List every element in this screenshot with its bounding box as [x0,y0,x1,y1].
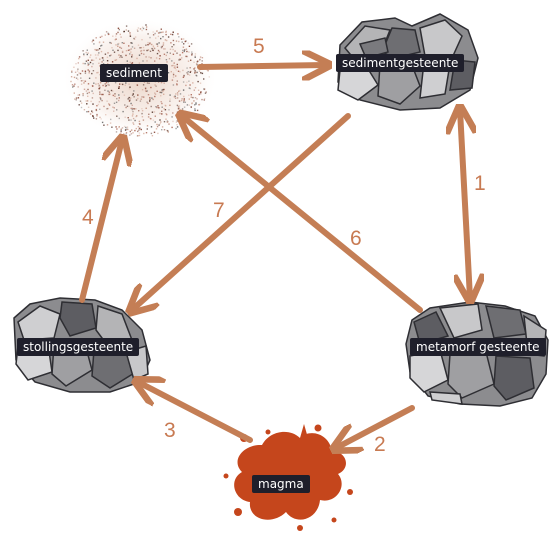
arrow-2 [336,405,415,448]
magma-label: magma [252,475,310,493]
arrow-5 [197,65,326,67]
sedimentgesteente-label: sedimentgesteente [336,54,465,72]
arrow-7-number: 7 [213,199,225,222]
arrow-5-number: 5 [253,35,265,58]
arrow-2-number: 2 [374,433,386,456]
arrow-1-number: 1 [474,172,486,195]
arrow-3 [138,382,253,443]
arrow-4 [79,140,122,303]
arrow-7 [132,113,351,310]
arrow-4-number: 4 [82,206,94,229]
arrow-6 [182,116,423,313]
stollingsgesteente-label: stollingsgesteente [17,338,140,356]
arrow-6-number: 6 [350,227,362,250]
metamorf-gesteente-label: metamorf gesteente [410,338,546,356]
arrow-1 [460,110,470,298]
sediment-label: sediment [100,64,168,82]
arrow-3-number: 3 [164,419,176,442]
